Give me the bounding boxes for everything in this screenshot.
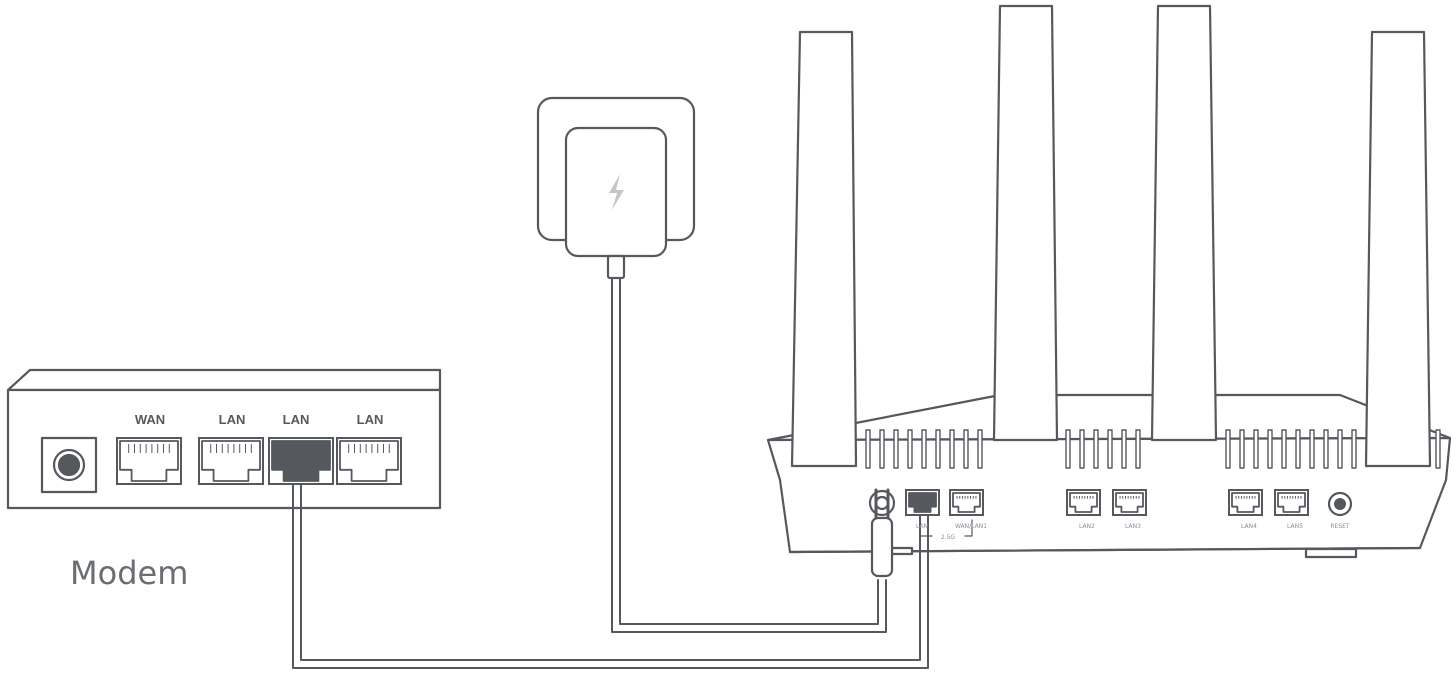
vent-slot [1309,429,1315,469]
router-port-label-lan: LAN [916,523,928,530]
modem-power-jack-icon [40,436,98,494]
router-port-label-reset: RESET [1330,523,1350,530]
vent-slot [949,429,955,469]
vent-slot [1079,429,1085,469]
vent-slot [1239,429,1245,469]
vent-slot [1065,429,1071,469]
vent-slot [1135,429,1141,469]
vent-slot [1295,429,1301,469]
router-vents [865,429,1441,469]
vent-slot [879,429,885,469]
modem-port-wan-icon [116,437,182,485]
power-plug [870,488,894,578]
vent-slot [935,429,941,469]
router-port-lan5-icon [1274,489,1309,516]
router [766,393,1452,559]
vent-slot [1351,429,1357,469]
router-port-lan4-icon [1228,489,1263,516]
router-port-lan2-icon [1066,489,1101,516]
router-port-label-lan4: LAN4 [1241,523,1257,530]
router-dc-power-jack-icon [868,489,896,517]
antenna-4 [1364,30,1432,468]
reset-button-icon [1327,491,1353,517]
antenna-1 [790,30,858,468]
ethernet-cable [292,477,929,669]
lightning-icon [609,174,624,210]
modem-port-label-wan: WAN [135,412,165,427]
vent-slot [1093,429,1099,469]
vent-slot [1267,429,1273,469]
router-port-wan-lan1-icon [949,489,984,516]
modem-ports [116,437,402,485]
vent-slot [865,429,871,469]
router-port-lan3-icon [1112,489,1147,516]
vent-slot [921,429,927,469]
vent-slot [963,429,969,469]
router-port-label-lan5: LAN5 [1287,523,1303,530]
modem-label: Modem [70,554,188,592]
router-port-label-lan2: LAN2 [1079,523,1095,530]
vent-slot [1107,429,1113,469]
vent-slot [1281,429,1287,469]
vent-slot [1225,429,1231,469]
modem-port-lan-2-icon [268,437,334,485]
vent-slot [1435,429,1441,469]
vent-slot [893,429,899,469]
modem-port-label-lan-2: LAN [283,412,310,427]
vent-slot [1323,429,1329,469]
power-cable [611,277,887,633]
router-port-group-label: 2.5G [941,534,956,541]
router-port-label-lan3: LAN3 [1125,523,1141,530]
router-port-label-wan-lan1: WAN/LAN1 [955,523,987,530]
modem-port-lan-3-icon [336,437,402,485]
modem-port-label-lan-3: LAN [357,412,384,427]
router-port-lan-icon [905,489,940,516]
vent-slot [1121,429,1127,469]
router-antennas [790,4,1432,468]
power-adapter-icon [536,96,696,280]
router-ports [905,489,1309,516]
antenna-2 [992,4,1059,442]
modem-port-label-lan-1: LAN [219,412,246,427]
antenna-3 [1150,4,1218,442]
vent-slot [907,429,913,469]
vent-slot [977,429,983,469]
vent-slot [1337,429,1343,469]
modem-port-lan-1-icon [198,437,264,485]
vent-slot [1253,429,1259,469]
